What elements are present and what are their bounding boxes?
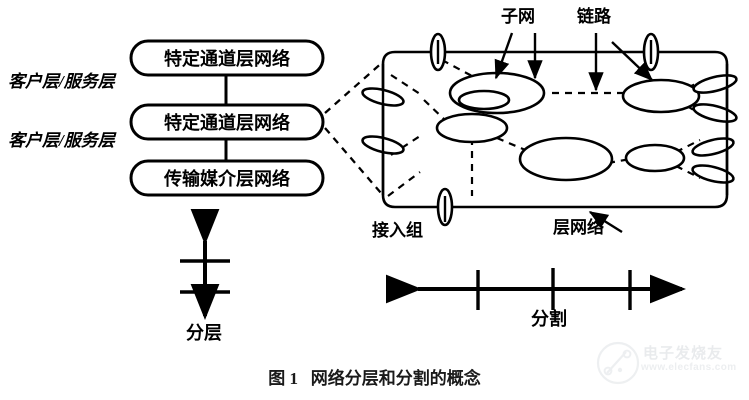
segmentation-axis	[386, 268, 686, 310]
side-label-client-service-1: 客户层/服务层	[8, 72, 115, 91]
link-line-7	[387, 171, 421, 197]
subnet-ellipse-right-top[interactable]	[621, 78, 701, 114]
annotation-label-layer-network: 层网络	[553, 218, 604, 237]
access-group-right-1[interactable]	[692, 72, 738, 96]
axis-label-segmentation: 分割	[531, 309, 567, 329]
access-group-right-3[interactable]	[691, 135, 735, 159]
layer-box-2-label: 特定通道层网络	[164, 113, 290, 133]
access-group-right-2[interactable]	[692, 101, 738, 125]
access-group-right-4[interactable]	[691, 162, 735, 186]
arrow-subnet-outer	[494, 32, 514, 80]
axis-label-layering: 分层	[186, 323, 222, 343]
watermark-logo-icon	[596, 341, 640, 385]
subnet-ellipse-mid-left[interactable]	[435, 112, 509, 144]
layer-network-group	[361, 32, 738, 227]
figure-caption: 图 1 网络分层和分割的概念	[268, 369, 481, 388]
layer-box-3-label: 传输媒介层网络	[164, 169, 290, 189]
expansion-lines	[324, 52, 394, 208]
annotation-arrows	[494, 32, 654, 234]
arrow-layer-network	[588, 210, 623, 234]
layer-network-boundary[interactable]	[381, 50, 729, 209]
subnet-ellipse-inner[interactable]	[457, 89, 511, 111]
link-line-4	[423, 99, 448, 123]
subnet-ellipse-bottom-center[interactable]	[518, 136, 614, 182]
layering-axis	[180, 209, 230, 320]
subnet-ellipse-bottom-right[interactable]	[624, 143, 686, 173]
expansion-line-bottom	[324, 127, 394, 208]
annotation-label-subnet: 子网	[501, 7, 535, 26]
side-label-client-service-2: 客户层/服务层	[8, 131, 115, 150]
annotation-label-access-group: 接入组	[372, 221, 423, 240]
layer-stack-group	[129, 39, 325, 197]
expansion-line-top	[324, 52, 394, 114]
layer-box-1-label: 特定通道层网络	[164, 49, 290, 69]
annotation-label-link: 链路	[577, 7, 611, 26]
link-line-11	[675, 165, 701, 179]
network-rails	[381, 40, 729, 222]
link-line-5	[390, 74, 421, 95]
arrow-link-diagonal	[611, 41, 654, 81]
